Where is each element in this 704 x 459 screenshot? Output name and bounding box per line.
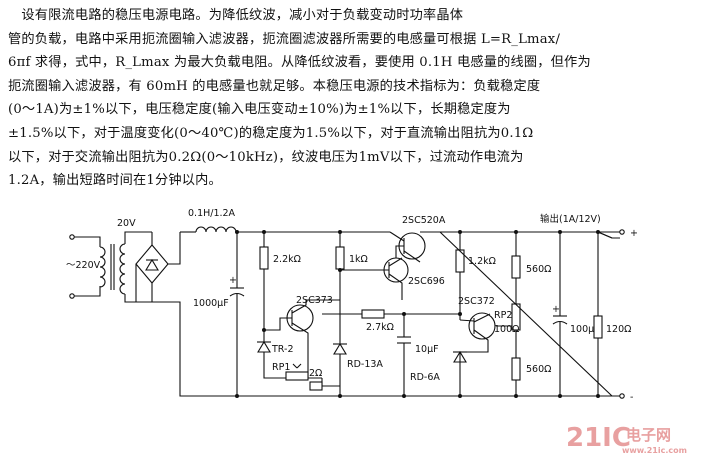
ac-input-terminals	[69, 234, 101, 299]
svg-text:+: +	[552, 304, 560, 315]
text-line: 管的负载，电路中采用扼流圈输入滤波器，扼流圈滤波器所需要的电感量可根据 L=R_…	[8, 31, 561, 47]
output-terminals	[439, 229, 625, 399]
text-line: 扼流圈输入滤波器，有 60mH 的电感量也就足够。本稳压电源的技术指标为：负载稳…	[8, 78, 541, 94]
r2-label: 1kΩ	[349, 254, 368, 265]
rp2-label: RP2	[494, 310, 512, 321]
zener-rd6a	[453, 350, 467, 363]
c2-label: 10μF	[415, 344, 439, 355]
r4-label: 2.7kΩ	[366, 322, 394, 333]
text-line: ±1.5%以下，对于温度变化(0～40℃)的稳定度为1.5%以下，对于直流输出阻…	[8, 125, 534, 141]
resistor-r1	[259, 232, 269, 330]
watermark-url: www.21ic.com	[622, 446, 687, 455]
zener2-label: RD-13A	[347, 359, 383, 370]
article-text: 设有限流电路的稳压电源电路。为降低纹波，减小对于负载变动时功率晶体 管的负载，电…	[8, 4, 696, 193]
text-line: 1.2A，输出短路时间在1分钟以内。	[8, 173, 222, 189]
watermark-logo-text: 21IC	[566, 423, 631, 453]
error-transistor	[459, 312, 516, 396]
text-line: (0～1A)为±1%以下，电压稳定度(输入电压变动±10%)为±1%以下，长期稳…	[8, 102, 511, 118]
resistor-r2	[335, 232, 345, 344]
driver-transistor	[340, 257, 409, 300]
bridge-rectifier	[135, 232, 181, 302]
inductor-label: 0.1H/1.2A	[188, 208, 236, 219]
output-label: 输出(1A/12V)	[540, 213, 601, 225]
resistor-r7	[593, 232, 603, 396]
negative-rail	[152, 301, 612, 397]
resistor-r4	[322, 309, 460, 319]
output-plus-label: +	[630, 228, 638, 239]
divider-chain	[511, 232, 521, 396]
r3-label: 1.2kΩ	[468, 256, 496, 267]
rp2-value-label: 100Ω	[494, 324, 519, 335]
zener-rd13a	[333, 342, 347, 396]
c3-label: 100μF	[570, 324, 600, 335]
cap-main-label: 1000μF	[193, 298, 229, 309]
r5-label: 560Ω	[526, 264, 551, 275]
q-driver-label: 2SC696	[408, 276, 445, 287]
rp1-label: RP1	[272, 362, 290, 373]
transformer-label: 20V	[117, 218, 136, 229]
q-limit-label: 2SC373	[296, 295, 333, 306]
choke-inductor	[180, 226, 390, 233]
pass-transistor	[389, 231, 612, 268]
text-line: 以下，对于交流输出阻抗为0.2Ω(0～10kHz)，纹波电压为1mV以下，过流动…	[8, 149, 524, 165]
capacitor-c3: +	[552, 232, 568, 396]
q-error-label: 2SC372	[458, 296, 495, 307]
limit-transistor	[264, 299, 340, 378]
zener1-label: TR-2	[271, 344, 294, 355]
watermark-logo: 21IC 电子网 www.21ic.com	[566, 423, 687, 455]
output-minus-label: -	[630, 392, 633, 403]
potentiometer-rp1	[285, 363, 340, 391]
junction-dots	[235, 230, 600, 398]
r1-label: 2.2kΩ	[273, 254, 301, 265]
ac-input-label: ～220V	[66, 260, 101, 271]
r7-label: 120Ω	[606, 324, 631, 335]
q-pass-label: 2SC520A	[402, 215, 446, 226]
svg-text:+: +	[229, 275, 237, 286]
watermark-cn-text: 电子网	[626, 426, 671, 444]
main-capacitor: +	[229, 232, 245, 396]
zener3-label: RD-6A	[410, 372, 440, 383]
capacitor-c2	[397, 314, 411, 396]
r-sense-label: 2Ω	[309, 368, 322, 379]
text-line: 6πf 求得，式中，R_Lmax 为最大负载电阻。从降低纹波看，要使用 0.1H…	[8, 55, 591, 71]
text-line: 设有限流电路的稳压电源电路。为降低纹波，减小对于负载变动时功率晶体	[8, 8, 464, 23]
transformer-symbol	[99, 231, 152, 303]
r6-label: 560Ω	[526, 364, 551, 375]
